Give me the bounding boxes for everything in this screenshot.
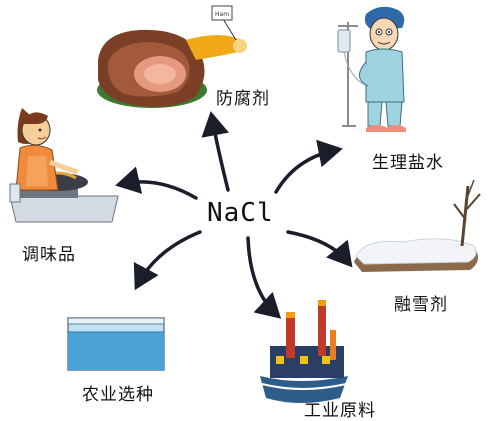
snowy-ground-tree-icon	[354, 179, 481, 272]
label-snow-melt: 融雪剂	[394, 295, 448, 315]
label-seasoning: 调味品	[22, 245, 76, 265]
arrow-to-saline	[274, 139, 343, 194]
arrow-to-preservative	[201, 111, 230, 192]
arrows	[115, 111, 353, 319]
label-seed-selection: 农业选种	[82, 385, 154, 405]
arrow-to-seed-selection	[133, 230, 202, 291]
label-preservative: 防腐剂	[216, 89, 270, 109]
water-tank-icon	[67, 317, 165, 371]
cured-meat-icon: Ham	[97, 5, 247, 108]
arrow-to-industry	[246, 236, 282, 319]
label-industry: 工业原料	[304, 401, 376, 421]
arrow-to-seasoning	[115, 166, 198, 200]
ham-tag-text: Ham	[215, 11, 229, 18]
factory-icon	[260, 300, 348, 403]
arrow-to-snow-melt	[286, 230, 353, 268]
nacl-formula: NaCl	[207, 198, 274, 228]
patient-iv-drip-icon	[337, 6, 406, 132]
label-saline: 生理盐水	[372, 153, 444, 173]
cooking-woman-icon	[9, 108, 119, 223]
